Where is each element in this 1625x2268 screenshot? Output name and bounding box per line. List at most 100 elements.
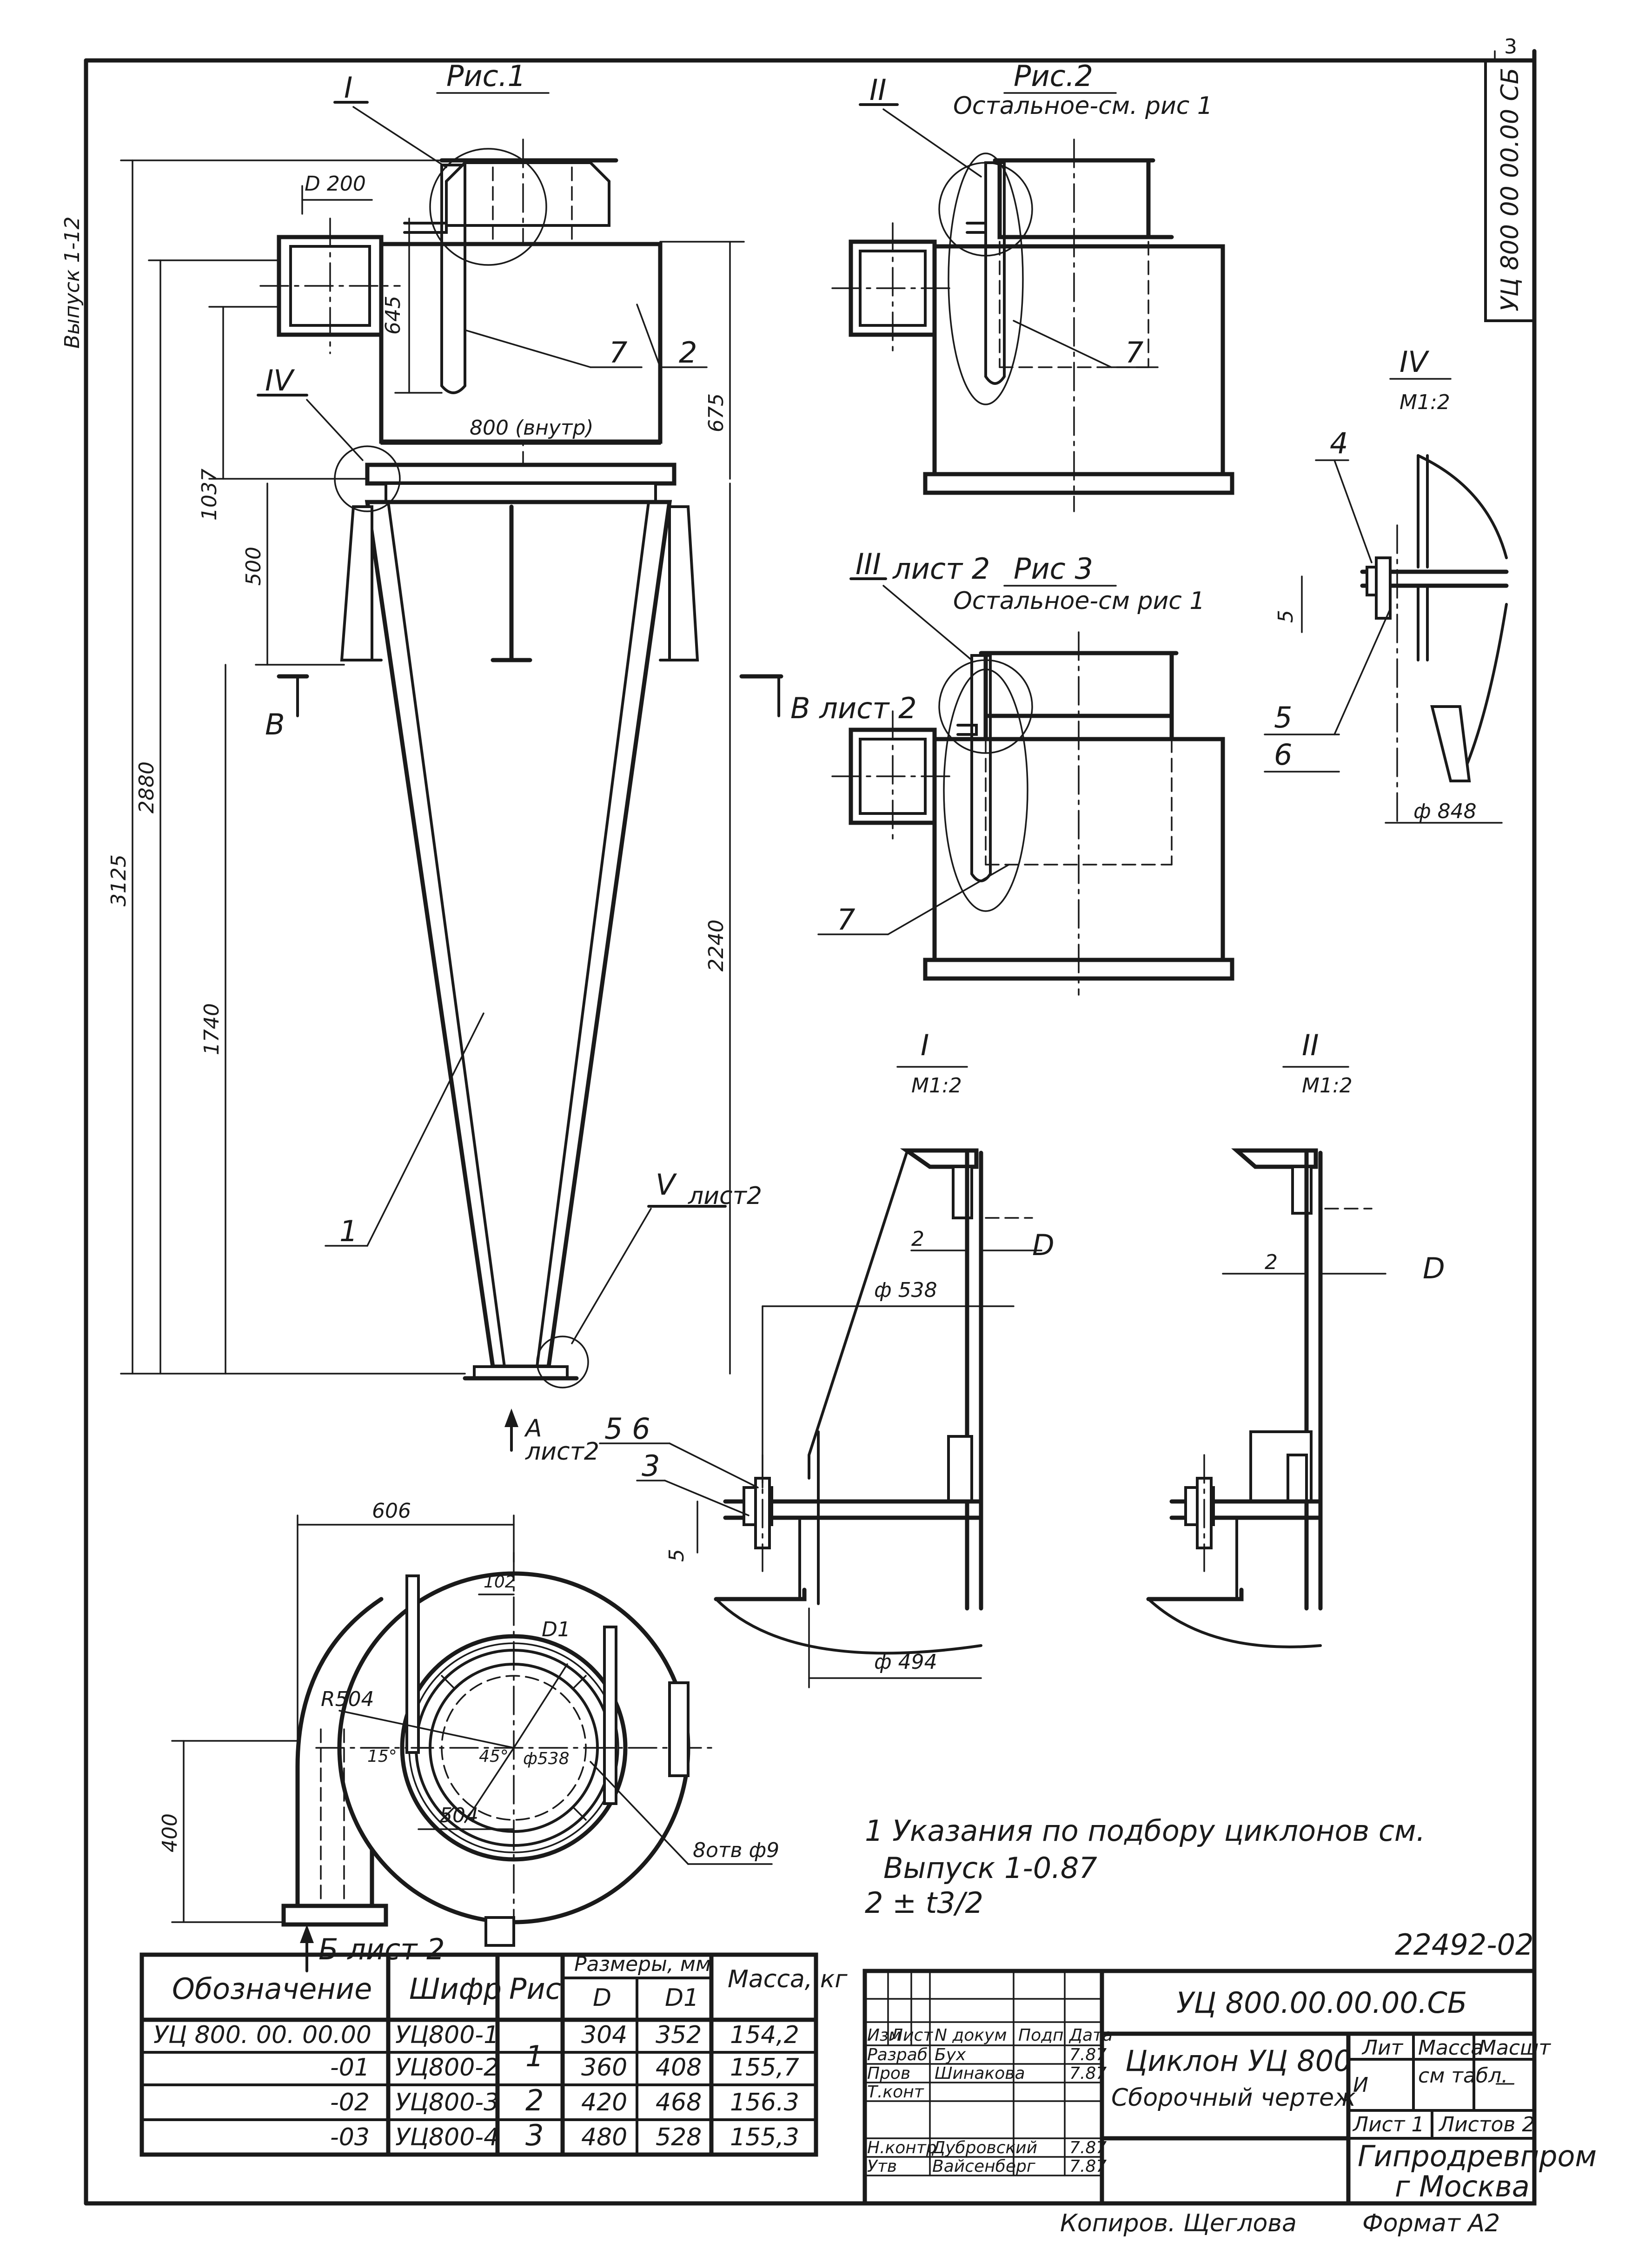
th-D1: D1 [665, 1984, 699, 2012]
cell-D1: 528 [656, 2123, 702, 2151]
section-A-ref: лист2 [525, 1438, 599, 1466]
cell-mass: 156.3 [730, 2089, 799, 2116]
hdr-list: Лист [889, 2026, 933, 2045]
fig3-title: Рис 3 [1014, 552, 1093, 586]
dim-15deg: 15° [367, 1747, 397, 1766]
dim-phi538-plan: ф538 [523, 1749, 570, 1768]
corner-code: УЦ 800 00 00.00 СБ [1496, 68, 1524, 311]
date-5: 7.87 [1069, 2157, 1107, 2176]
fig2-note: Остальное-см. рис 1 [953, 92, 1213, 120]
cell-mass: 154,2 [730, 2021, 799, 2049]
th-sizes: Размеры, мм [574, 1952, 711, 1976]
cell-D: 360 [581, 2054, 627, 2082]
view-III-label: III [856, 547, 881, 581]
th-designation: Обозначение [172, 1972, 372, 2006]
role-2: Пров [867, 2064, 910, 2083]
detail-II: II М1:2 2 D [1146, 1028, 1445, 1648]
fig3-callout-7: 7 [837, 903, 855, 937]
dim-800: 800 (внутр) [470, 416, 594, 440]
tb-copied: Копиров. Щеглова [1060, 2209, 1297, 2237]
date-1: 7.87 [1069, 2045, 1107, 2064]
view-I-label: I [344, 71, 352, 105]
th-mass: Масса, кг [728, 1965, 848, 1993]
detail-IV-five: 5 [1274, 610, 1298, 623]
cell-code: УЦ800-1 [395, 2021, 499, 2049]
section-A: А [524, 1415, 542, 1442]
detail-IV-callout-6: 6 [1274, 738, 1292, 772]
cell-D: 420 [581, 2089, 627, 2116]
name-4: Дубровский [931, 2138, 1037, 2157]
corner-code-box: УЦ 800 00 00.00 СБ [1484, 59, 1536, 322]
tb-lit: Лит [1361, 2036, 1404, 2060]
cell-fig: 2 [525, 2083, 544, 2117]
cell-D: 480 [581, 2123, 627, 2151]
detail-IV-callout-4: 4 [1330, 426, 1348, 460]
tb-lit-val: И [1353, 2073, 1368, 2097]
side-text: Выпуск 1-12 [60, 217, 84, 349]
dim-2240: 2240 [704, 919, 728, 972]
fig2-title: Рис.2 [1014, 59, 1093, 93]
callout-7: 7 [609, 336, 627, 370]
view-IV-label: IV [265, 364, 295, 397]
cell-code: УЦ800-4 [395, 2123, 499, 2151]
detail-II-D: D [1423, 1251, 1445, 1285]
hdr-izm: Изм [867, 2026, 901, 2045]
section-B-right: В лист 2 [790, 691, 917, 725]
dim-675: 675 [704, 393, 728, 432]
tb-org: Гипродревпром [1358, 2139, 1597, 2173]
detail-II-scale: М1:2 [1302, 1074, 1353, 1098]
note-2: Выпуск 1-0.87 [883, 1851, 1097, 1885]
tb-code: УЦ 800.00.00.00.СБ [1176, 1986, 1467, 2020]
table-row: -01 УЦ800-2 360 408 155,7 [330, 2054, 799, 2082]
detail-I-label: I [921, 1028, 929, 1062]
name-5: Вайсенберг [932, 2157, 1036, 2176]
section-B-left: В [265, 708, 285, 741]
hdr-sign: Подп [1018, 2026, 1064, 2045]
note-1: 1 Указания по подбору циклонов см. [865, 1814, 1425, 1848]
detail-II-gap: 2 [1265, 1250, 1278, 1274]
cell-designation: -02 [330, 2089, 370, 2116]
dim-D1: D1 [542, 1618, 570, 1641]
tb-format: Формат А2 [1362, 2209, 1500, 2237]
fig3-elevation: III лист 2 Рис 3 Остальное-см рис 1 7 [817, 547, 1234, 996]
role-4: Н.контр [867, 2138, 937, 2157]
sheet-frame [84, 49, 1537, 2206]
cell-code: УЦ800-2 [395, 2054, 499, 2082]
tb-city: г Москва [1395, 2169, 1530, 2203]
cell-D1: 352 [656, 2021, 702, 2049]
dim-phi848: ф 848 [1413, 800, 1477, 823]
callout-1: 1 [339, 1214, 358, 1248]
page-number: 3 [1504, 35, 1517, 59]
table-row: -02 УЦ800-3 2 420 468 156.3 [330, 2083, 799, 2117]
detail-I: I М1:2 ф 538 ф 494 2 D 5 6 3 [599, 1028, 1055, 1688]
detail-I-callout-3: 3 [642, 1449, 660, 1483]
name-2: Шинакова [935, 2064, 1025, 2083]
tb-sheets: Листов 2 [1438, 2113, 1535, 2136]
tb-subtitle: Сборочный чертеж [1111, 2084, 1356, 2112]
view-V-label: V [656, 1168, 677, 1202]
name-1: Бух [935, 2045, 966, 2064]
plan-view: 606 102 D1 R504 15° 45° ф538 504 400 8от… [158, 1499, 779, 1972]
table-row: -03 УЦ800-4 3 480 528 155,3 [330, 2118, 799, 2152]
date-4: 7.87 [1069, 2138, 1107, 2157]
view-II-label: II [869, 73, 887, 107]
cell-code: УЦ800-3 [395, 2089, 499, 2116]
dim-102: 102 [484, 1573, 516, 1592]
fig1-elevation: Рис.1 [107, 59, 917, 1466]
title-block: 22492-02 Изм Лист [862, 1928, 1597, 2237]
detail-I-five: 5 [665, 1549, 689, 1562]
dim-606: 606 [372, 1499, 411, 1523]
dim-holes: 8отв ф9 [693, 1838, 779, 1862]
cell-mass: 155,7 [730, 2054, 799, 2082]
tb-mass: Масса [1418, 2036, 1483, 2060]
dim-R504: R504 [321, 1687, 374, 1711]
notes: 1 Указания по подбору циклонов см. Выпус… [865, 1814, 1425, 1920]
fig3-note: Остальное-см рис 1 [953, 587, 1205, 615]
cell-fig: 3 [525, 2118, 544, 2152]
tb-sheet: Лист 1 [1352, 2113, 1424, 2136]
role-5: Утв [867, 2157, 897, 2176]
th-fig: Рис [509, 1972, 561, 2006]
fig3-ref: лист 2 [892, 552, 990, 586]
dim-45deg: 45° [479, 1747, 509, 1766]
